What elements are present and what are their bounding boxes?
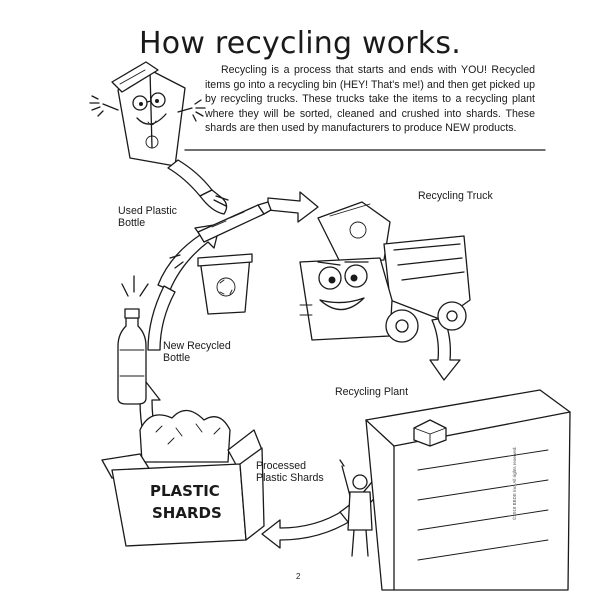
label-recycling-plant: Recycling Plant [335, 386, 409, 398]
label-plastic-shards: Processed Plastic Shards [256, 460, 324, 485]
page-number: 2 [296, 572, 301, 581]
label-recycling-truck: Recycling Truck [418, 190, 493, 202]
intro-paragraph: Recycling is a process that starts and e… [205, 64, 535, 135]
new-bottle [117, 275, 149, 405]
copyright-note: ©2018 BBDE Inc. All rights reserved. [512, 446, 517, 520]
recycling-bin [197, 253, 253, 315]
bin-mascot [89, 61, 206, 167]
label-used-bottle: Used Plastic Bottle [118, 205, 177, 230]
hand-with-bottle [167, 159, 272, 269]
label-new-bottle: New Recycled Bottle [163, 340, 231, 365]
page-title: How recycling works. [139, 26, 461, 61]
box-text-plastic: PLASTIC [150, 482, 220, 500]
plastic-shards-box: PLASTIC SHARDS [101, 409, 265, 547]
box-text-shards: SHARDS [152, 504, 222, 522]
recycling-truck [299, 201, 471, 343]
recycling-plant [339, 389, 571, 591]
